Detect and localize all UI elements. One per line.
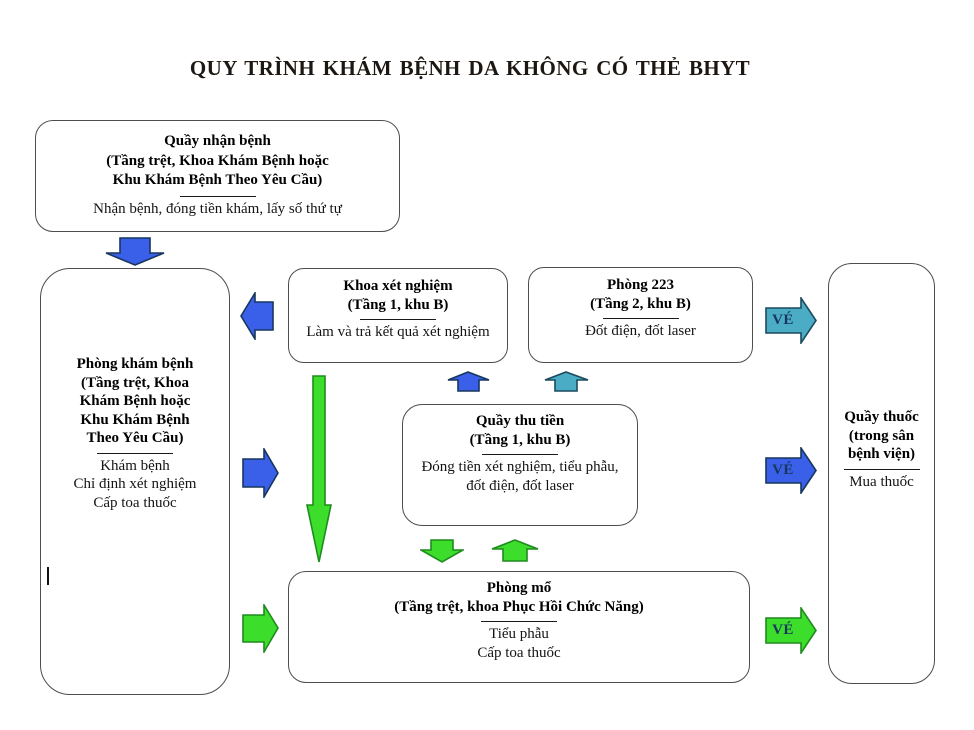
pharmacy-box: Quầy thuốc (trong sân bệnh viện) Mua thu… <box>828 263 935 684</box>
reception-box-title: Quầy nhận bệnh (Tầng trệt, Khoa Khám Bện… <box>106 133 329 188</box>
ticket-label: VÉ <box>772 311 794 328</box>
surgery-box-title: Phòng mổ (Tầng trệt, khoa Phục Hồi Chức … <box>394 580 644 615</box>
right-arrow-exam-room-to-surgery <box>242 604 279 653</box>
ticket-arrow-surgery-to-pharmacy: VÉ <box>765 607 817 654</box>
divider <box>602 318 679 319</box>
right-arrow-green-icon <box>765 607 817 654</box>
reception-box: Quầy nhận bệnh (Tầng trệt, Khoa Khám Bện… <box>35 120 400 232</box>
exam-room-box-title: Phòng khám bệnh (Tầng trệt, Khoa Khám Bệ… <box>76 356 194 446</box>
right-arrow-blue-icon <box>765 447 817 494</box>
room-223-box-body: Đốt điện, đốt laser <box>585 323 696 339</box>
ticket-arrow-cashier-to-pharmacy: VÉ <box>765 447 817 494</box>
page-title: QUY TRÌNH KHÁM BỆNH DA KHÔNG CÓ THẺ BHYT <box>189 56 751 80</box>
right-arrow-exam-room-to-cashier <box>242 448 279 498</box>
lab-box-body: Làm và trả kết quả xét nghiệm <box>306 324 490 340</box>
lab-box: Khoa xét nghiệm (Tầng 1, khu B) Làm và t… <box>288 268 508 363</box>
cashier-box-title: Quầy thu tiền (Tầng 1, khu B) <box>469 413 571 448</box>
up-arrow-cashier-to-lab <box>447 371 490 392</box>
reception-box-body: Nhận bệnh, đóng tiền khám, lấy số thứ tự <box>93 200 342 217</box>
surgery-box: Phòng mổ (Tầng trệt, khoa Phục Hồi Chức … <box>288 571 750 683</box>
divider <box>360 319 436 320</box>
cashier-box: Quầy thu tiền (Tầng 1, khu B) Đóng tiền … <box>402 404 638 526</box>
down-arrow-cashier-to-surgery <box>420 539 464 563</box>
room-223-box: Phòng 223 (Tầng 2, khu B) Đốt điện, đốt … <box>528 267 753 363</box>
ticket-arrow-room-223-to-pharmacy: VÉ <box>765 297 817 344</box>
divider <box>97 452 173 454</box>
divider <box>179 195 256 197</box>
divider <box>482 454 558 455</box>
surgery-box-body: Tiểu phẫu Cấp toa thuốc <box>477 626 561 661</box>
lab-box-title: Khoa xét nghiệm (Tầng 1, khu B) <box>343 278 453 313</box>
cashier-box-body: Đóng tiền xét nghiệm, tiểu phẫu, đốt điệ… <box>421 459 619 494</box>
left-arrow-lab-to-exam-room <box>240 292 274 340</box>
pharmacy-box-body: Mua thuốc <box>849 473 914 490</box>
exam-room-box-body: Khám bệnh Chỉ định xét nghiệm Cấp toa th… <box>73 457 197 511</box>
exam-room-box: Phòng khám bệnh (Tầng trệt, Khoa Khám Bệ… <box>40 268 230 695</box>
down-arrow-reception-to-exam-room <box>105 237 165 266</box>
divider <box>843 468 920 470</box>
long-down-arrow-exam-room-to-surgery <box>306 375 332 563</box>
pharmacy-box-title: Quầy thuốc (trong sân bệnh viện) <box>844 409 919 462</box>
right-arrow-teal-icon <box>765 297 817 344</box>
ticket-label: VÉ <box>772 461 794 478</box>
room-223-box-title: Phòng 223 (Tầng 2, khu B) <box>590 277 691 312</box>
up-arrow-cashier-to-room-223 <box>544 371 589 392</box>
ticket-label: VÉ <box>772 621 794 638</box>
stray-cursor-mark <box>47 567 49 585</box>
divider <box>481 621 557 622</box>
up-arrow-surgery-to-cashier <box>491 539 539 562</box>
